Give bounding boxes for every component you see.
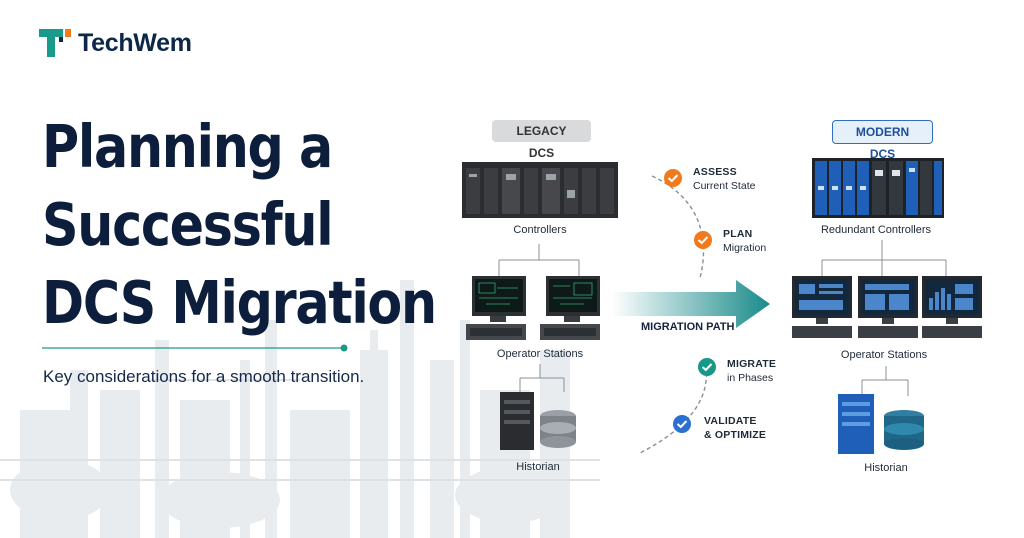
legacy-workstation-2-image [540,276,600,340]
check-icon [694,231,712,249]
modern-dcs-badge: MODERN DCS [832,120,933,161]
legacy-controllers-label: Controllers [513,224,567,236]
legacy-historian-connector [519,364,565,392]
phase-subtitle: in Phases [727,372,774,384]
check-icon [698,358,716,376]
legacy-historian-label: Historian [516,461,560,473]
refinery-background-illustration [0,280,600,538]
modern-workstation-2-image [858,276,918,338]
phase-title: MIGRATE [727,358,777,370]
modern-controllers-image [812,158,944,218]
migration-path-arrow [612,280,770,328]
modern-historian-connector [861,366,909,396]
modern-workstation-1-image [792,276,852,338]
title-line-3: DCS Migration [42,268,437,337]
title-line-1: Planning a [42,112,333,181]
modern-workstation-3-image [922,276,982,338]
brand-name: TechWem [78,28,192,57]
check-icon [664,169,682,187]
legacy-connector-lines [498,244,580,276]
phase-subtitle: & OPTIMIZE [704,429,767,441]
modern-connector-lines [821,240,947,276]
legacy-controllers-image [462,162,618,218]
modern-historian-label: Historian [864,462,908,474]
legacy-operator-stations-label: Operator Stations [496,348,584,360]
phase-title: VALIDATE [704,415,757,427]
phase-title: ASSESS [693,166,737,178]
check-icon [673,415,691,433]
legacy-workstation-1-image [466,276,526,340]
title-line-2: Successful [42,190,334,259]
phase-title: PLAN [723,228,753,240]
legacy-historian-image [500,392,576,450]
modern-historian-image [838,394,924,454]
title-divider [42,344,348,352]
brand-logo[interactable]: TechWem [38,28,192,58]
modern-controllers-label: Redundant Controllers [820,224,932,236]
phase-subtitle: Current State [693,180,756,192]
migration-path-label: MIGRATION PATH [641,321,735,333]
subtitle: Key considerations for a smooth transiti… [43,367,365,386]
legacy-dcs-badge: LEGACY DCS [492,120,591,160]
page-title: Planning a Successful DCS Migration [42,108,442,342]
phase-subtitle: Migration [723,242,767,254]
techwem-logo-icon [39,29,71,57]
modern-operator-stations-label: Operator Stations [840,349,928,361]
